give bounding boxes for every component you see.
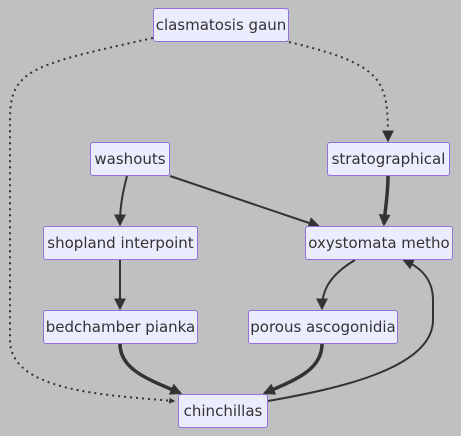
edge-clasmatosis-to-stratographical [288, 41, 394, 143]
node-stratographical[interactable]: stratographical [327, 142, 450, 176]
edge-porous-to-chinchillas [262, 343, 324, 395]
node-oxystomata-metho[interactable]: oxystomata metho [305, 226, 453, 260]
node-shopland-interpoint[interactable]: shopland interpoint [43, 226, 198, 260]
node-clasmatosis-gaun[interactable]: clasmatosis gaun [153, 8, 289, 42]
node-bedchamber-pianka[interactable]: bedchamber pianka [43, 310, 198, 344]
edge-bedchamber-to-chinchillas [118, 343, 183, 395]
edge-washouts-to-oxystomata [169, 175, 321, 229]
node-porous-ascogonidia[interactable]: porous ascogonidia [248, 310, 398, 344]
node-chinchillas[interactable]: chinchillas [178, 394, 268, 428]
edge-clasmatosis-to-chinchillas [9, 37, 176, 404]
edge-washouts-to-shopland [114, 175, 128, 227]
edge-oxystomata-to-porous [316, 259, 356, 311]
edge-stratographical-to-oxystomata [378, 175, 391, 227]
edge-chinchillas-to-oxystomata [267, 258, 434, 402]
node-washouts[interactable]: washouts [90, 142, 170, 176]
